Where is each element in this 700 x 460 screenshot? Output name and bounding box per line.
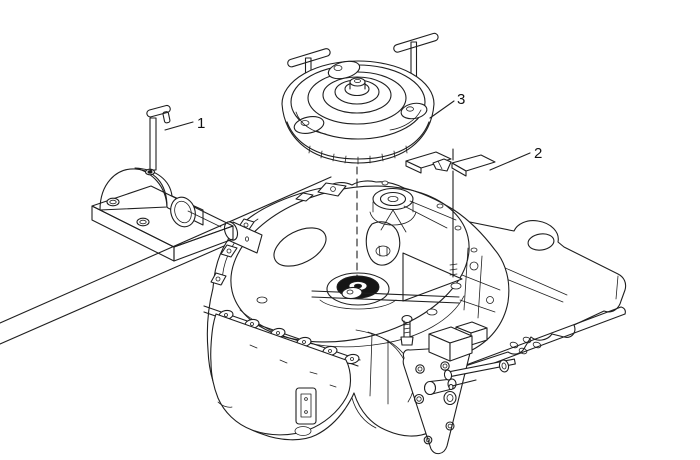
callout-2-number: 2 bbox=[534, 145, 542, 162]
callout-1-leader bbox=[164, 121, 194, 131]
converter-bolt bbox=[400, 314, 414, 346]
top-seal-boss bbox=[369, 187, 457, 233]
clamp-blocks bbox=[428, 321, 488, 362]
case-opening-2 bbox=[365, 221, 401, 266]
rear-case-details bbox=[449, 225, 501, 357]
converter-lug-left bbox=[293, 116, 325, 134]
plate-hole bbox=[527, 233, 555, 251]
gusset-wedge bbox=[402, 252, 463, 302]
callout-3: 3 bbox=[429, 91, 465, 119]
fixture-arch bbox=[99, 168, 168, 211]
fixture-pin bbox=[146, 104, 171, 171]
callouts: 1 2 3 bbox=[164, 91, 542, 171]
callout-1: 1 bbox=[164, 115, 205, 132]
retaining-pin bbox=[443, 358, 516, 391]
case-opening bbox=[273, 227, 327, 267]
callout-3-number: 3 bbox=[457, 91, 465, 108]
converter-bore bbox=[326, 272, 390, 306]
callout-2-leader bbox=[489, 152, 531, 171]
holding-fixture bbox=[91, 104, 234, 262]
rim-bosses bbox=[210, 218, 255, 286]
callout-3-leader bbox=[429, 100, 455, 119]
callout-2: 2 bbox=[489, 145, 542, 171]
converter-body bbox=[281, 60, 435, 164]
bore-alignment-line bbox=[187, 210, 222, 228]
fixture-bolt bbox=[106, 197, 120, 207]
transaxle-case bbox=[203, 180, 510, 441]
fixture-bore bbox=[170, 196, 196, 228]
callout-1-number: 1 bbox=[197, 115, 205, 132]
case-connector bbox=[294, 387, 317, 436]
clamp-bar-and-gusset bbox=[311, 252, 463, 304]
axle-stub bbox=[223, 221, 263, 254]
fixture-bolt bbox=[136, 217, 150, 227]
lifting-lug bbox=[317, 182, 347, 197]
retainer-bracket bbox=[405, 148, 496, 278]
torque-converter bbox=[281, 32, 439, 165]
